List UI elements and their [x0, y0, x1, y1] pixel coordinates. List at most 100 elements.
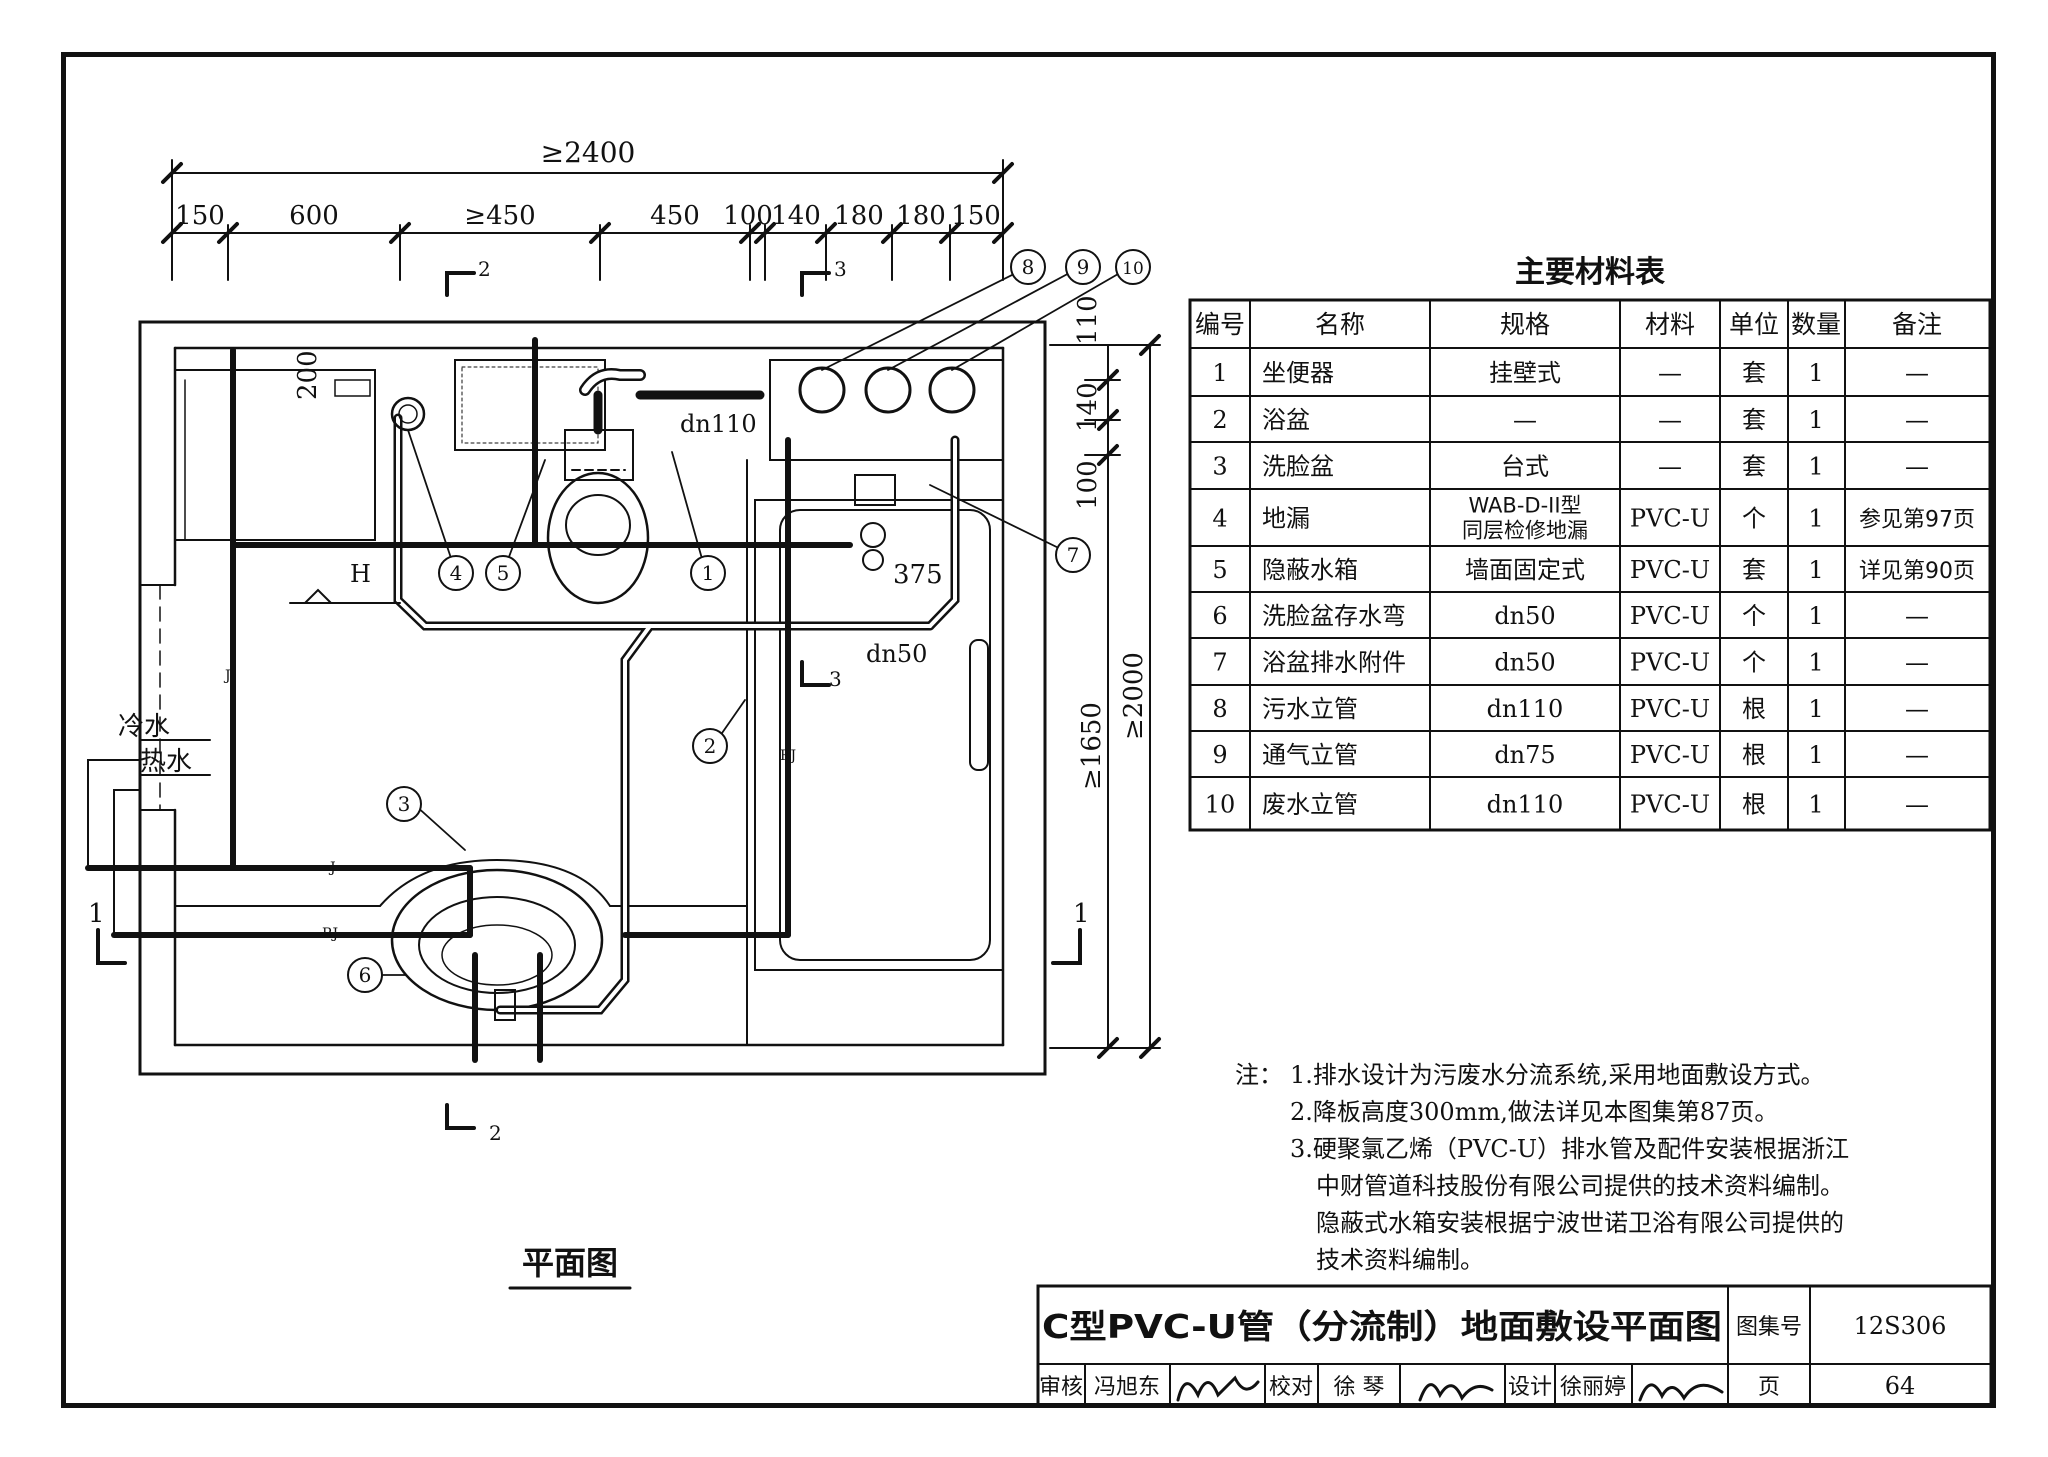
table-cell: 4 — [1212, 505, 1227, 533]
callout-4: 4 — [450, 561, 463, 585]
table-cell: — — [1905, 791, 1929, 819]
table-cell: 污水立管 — [1262, 695, 1358, 723]
dim-label: 450 — [650, 201, 700, 231]
table-cell: PVC-U — [1630, 649, 1710, 677]
table-cell: PVC-U — [1630, 556, 1710, 584]
table-cell: — — [1905, 695, 1929, 723]
note-line: 中财管道科技股份有限公司提供的技术资料编制。 — [1316, 1172, 1844, 1200]
note-line: 隐蔽式水箱安装根据宁波世诺卫浴有限公司提供的 — [1316, 1209, 1844, 1237]
dim-label: ≥1650 — [1077, 702, 1107, 790]
notes-prefix: 注： — [1235, 1061, 1283, 1089]
table-cell: 2 — [1212, 406, 1227, 434]
designer-signature — [1638, 1383, 1724, 1402]
table-header: 单位 — [1729, 310, 1779, 339]
table-header: 备注 — [1892, 310, 1942, 339]
reviewer-name: 冯旭东 — [1094, 1375, 1160, 1400]
pipe-label: RJ — [322, 926, 338, 942]
table-cell: 3 — [1212, 453, 1227, 481]
table-cell: 1 — [1808, 359, 1823, 387]
section-mark-label: 1 — [88, 899, 105, 929]
cold-water-label: 冷水 — [118, 712, 170, 742]
checker-name: 徐 琴 — [1334, 1375, 1385, 1400]
note-line: 2.降板高度300mm,做法详见本图集第87页。 — [1290, 1098, 1778, 1126]
table-cell: 个 — [1742, 602, 1766, 630]
check-label: 校对 — [1269, 1375, 1313, 1400]
table-cell: — — [1905, 741, 1929, 769]
table-cell: dn110 — [1487, 791, 1564, 819]
table-cell: 1 — [1808, 741, 1823, 769]
table-cell: 10 — [1205, 791, 1236, 819]
note-line: 技术资料编制。 — [1316, 1246, 1484, 1274]
table-cell: 5 — [1212, 556, 1227, 584]
table-title: 主要材料表 — [1515, 255, 1665, 290]
callout-1: 1 — [702, 561, 715, 585]
table-cell: 浴盆 — [1262, 406, 1310, 434]
callout-9: 9 — [1077, 255, 1090, 279]
table-cell: — — [1513, 406, 1537, 434]
table-cell: 个 — [1742, 649, 1766, 677]
table-cell: — — [1905, 649, 1929, 677]
table-cell: 洗脸盆 — [1262, 453, 1334, 481]
callout-3: 3 — [398, 792, 411, 816]
review-label: 审核 — [1039, 1375, 1083, 1400]
pipe-label: RJ — [780, 748, 796, 764]
checker-signature — [1418, 1383, 1494, 1402]
table-cell: PVC-U — [1630, 741, 1710, 769]
section-mark-label: 2 — [478, 257, 491, 281]
table-cell: 参见第97页 — [1859, 508, 1975, 533]
table-cell: 同层检修地漏 — [1462, 519, 1588, 543]
callout-2: 2 — [704, 734, 717, 758]
table-cell: 1 — [1808, 505, 1823, 533]
pipe-label: dn110 — [680, 410, 757, 438]
table-cell: dn50 — [1494, 649, 1555, 677]
table-cell: 8 — [1212, 695, 1227, 723]
reviewer-signature — [1176, 1375, 1260, 1402]
table-cell: 洗脸盆存水弯 — [1262, 602, 1406, 630]
table-cell: 套 — [1742, 406, 1766, 434]
table-cell: 根 — [1742, 695, 1766, 723]
table-cell: 套 — [1742, 453, 1766, 481]
plan-title: 平面图 — [522, 1244, 618, 1282]
atlas-label: 图集号 — [1736, 1315, 1802, 1340]
table-cell: 详见第90页 — [1859, 559, 1975, 584]
table-cell: 1 — [1808, 453, 1823, 481]
dim-label: 110 — [1073, 295, 1103, 345]
table-header: 材料 — [1645, 310, 1695, 339]
hot-water-label: 热水 — [140, 747, 192, 777]
table-cell: — — [1905, 406, 1929, 434]
pipe-label: J — [223, 668, 231, 684]
section-mark-label: 2 — [489, 1121, 502, 1145]
callout-10: 10 — [1122, 259, 1144, 279]
section-mark-label: 1 — [1073, 899, 1090, 929]
dim-label: 100 — [1073, 460, 1103, 510]
table-cell: 地漏 — [1262, 505, 1310, 533]
note-line: 1.排水设计为污废水分流系统,采用地面敷设方式。 — [1290, 1061, 1825, 1089]
table-header: 数量 — [1791, 310, 1841, 339]
table-cell: 台式 — [1501, 453, 1549, 481]
page-number: 64 — [1885, 1372, 1916, 1400]
table-cell: PVC-U — [1630, 602, 1710, 630]
designer-name: 徐丽婷 — [1560, 1375, 1626, 1400]
section-mark-label: 3 — [829, 667, 842, 691]
callout-8: 8 — [1022, 255, 1035, 279]
dim-label: 100 — [723, 201, 773, 231]
atlas-number: 12S306 — [1854, 1312, 1947, 1340]
dim-label: 180 — [834, 201, 884, 231]
callout-7: 7 — [1067, 543, 1080, 567]
table-cell: 1 — [1808, 602, 1823, 630]
dim-label: 140 — [1073, 382, 1103, 432]
overall-dimension: ≥2400 — [541, 136, 636, 169]
table-cell: 1 — [1808, 556, 1823, 584]
pipe-label: H — [350, 560, 371, 588]
table-cell: — — [1905, 453, 1929, 481]
table-header: 名称 — [1315, 310, 1365, 339]
table-cell: dn75 — [1494, 741, 1555, 769]
table-cell: — — [1658, 453, 1682, 481]
table-cell: 挂壁式 — [1489, 359, 1561, 387]
sheet-frame — [61, 52, 1996, 1408]
table-cell: 根 — [1742, 741, 1766, 769]
dim-label: ≥2000 — [1119, 652, 1149, 740]
table-cell: 浴盆排水附件 — [1262, 649, 1406, 677]
dim-label: 150 — [175, 201, 225, 231]
